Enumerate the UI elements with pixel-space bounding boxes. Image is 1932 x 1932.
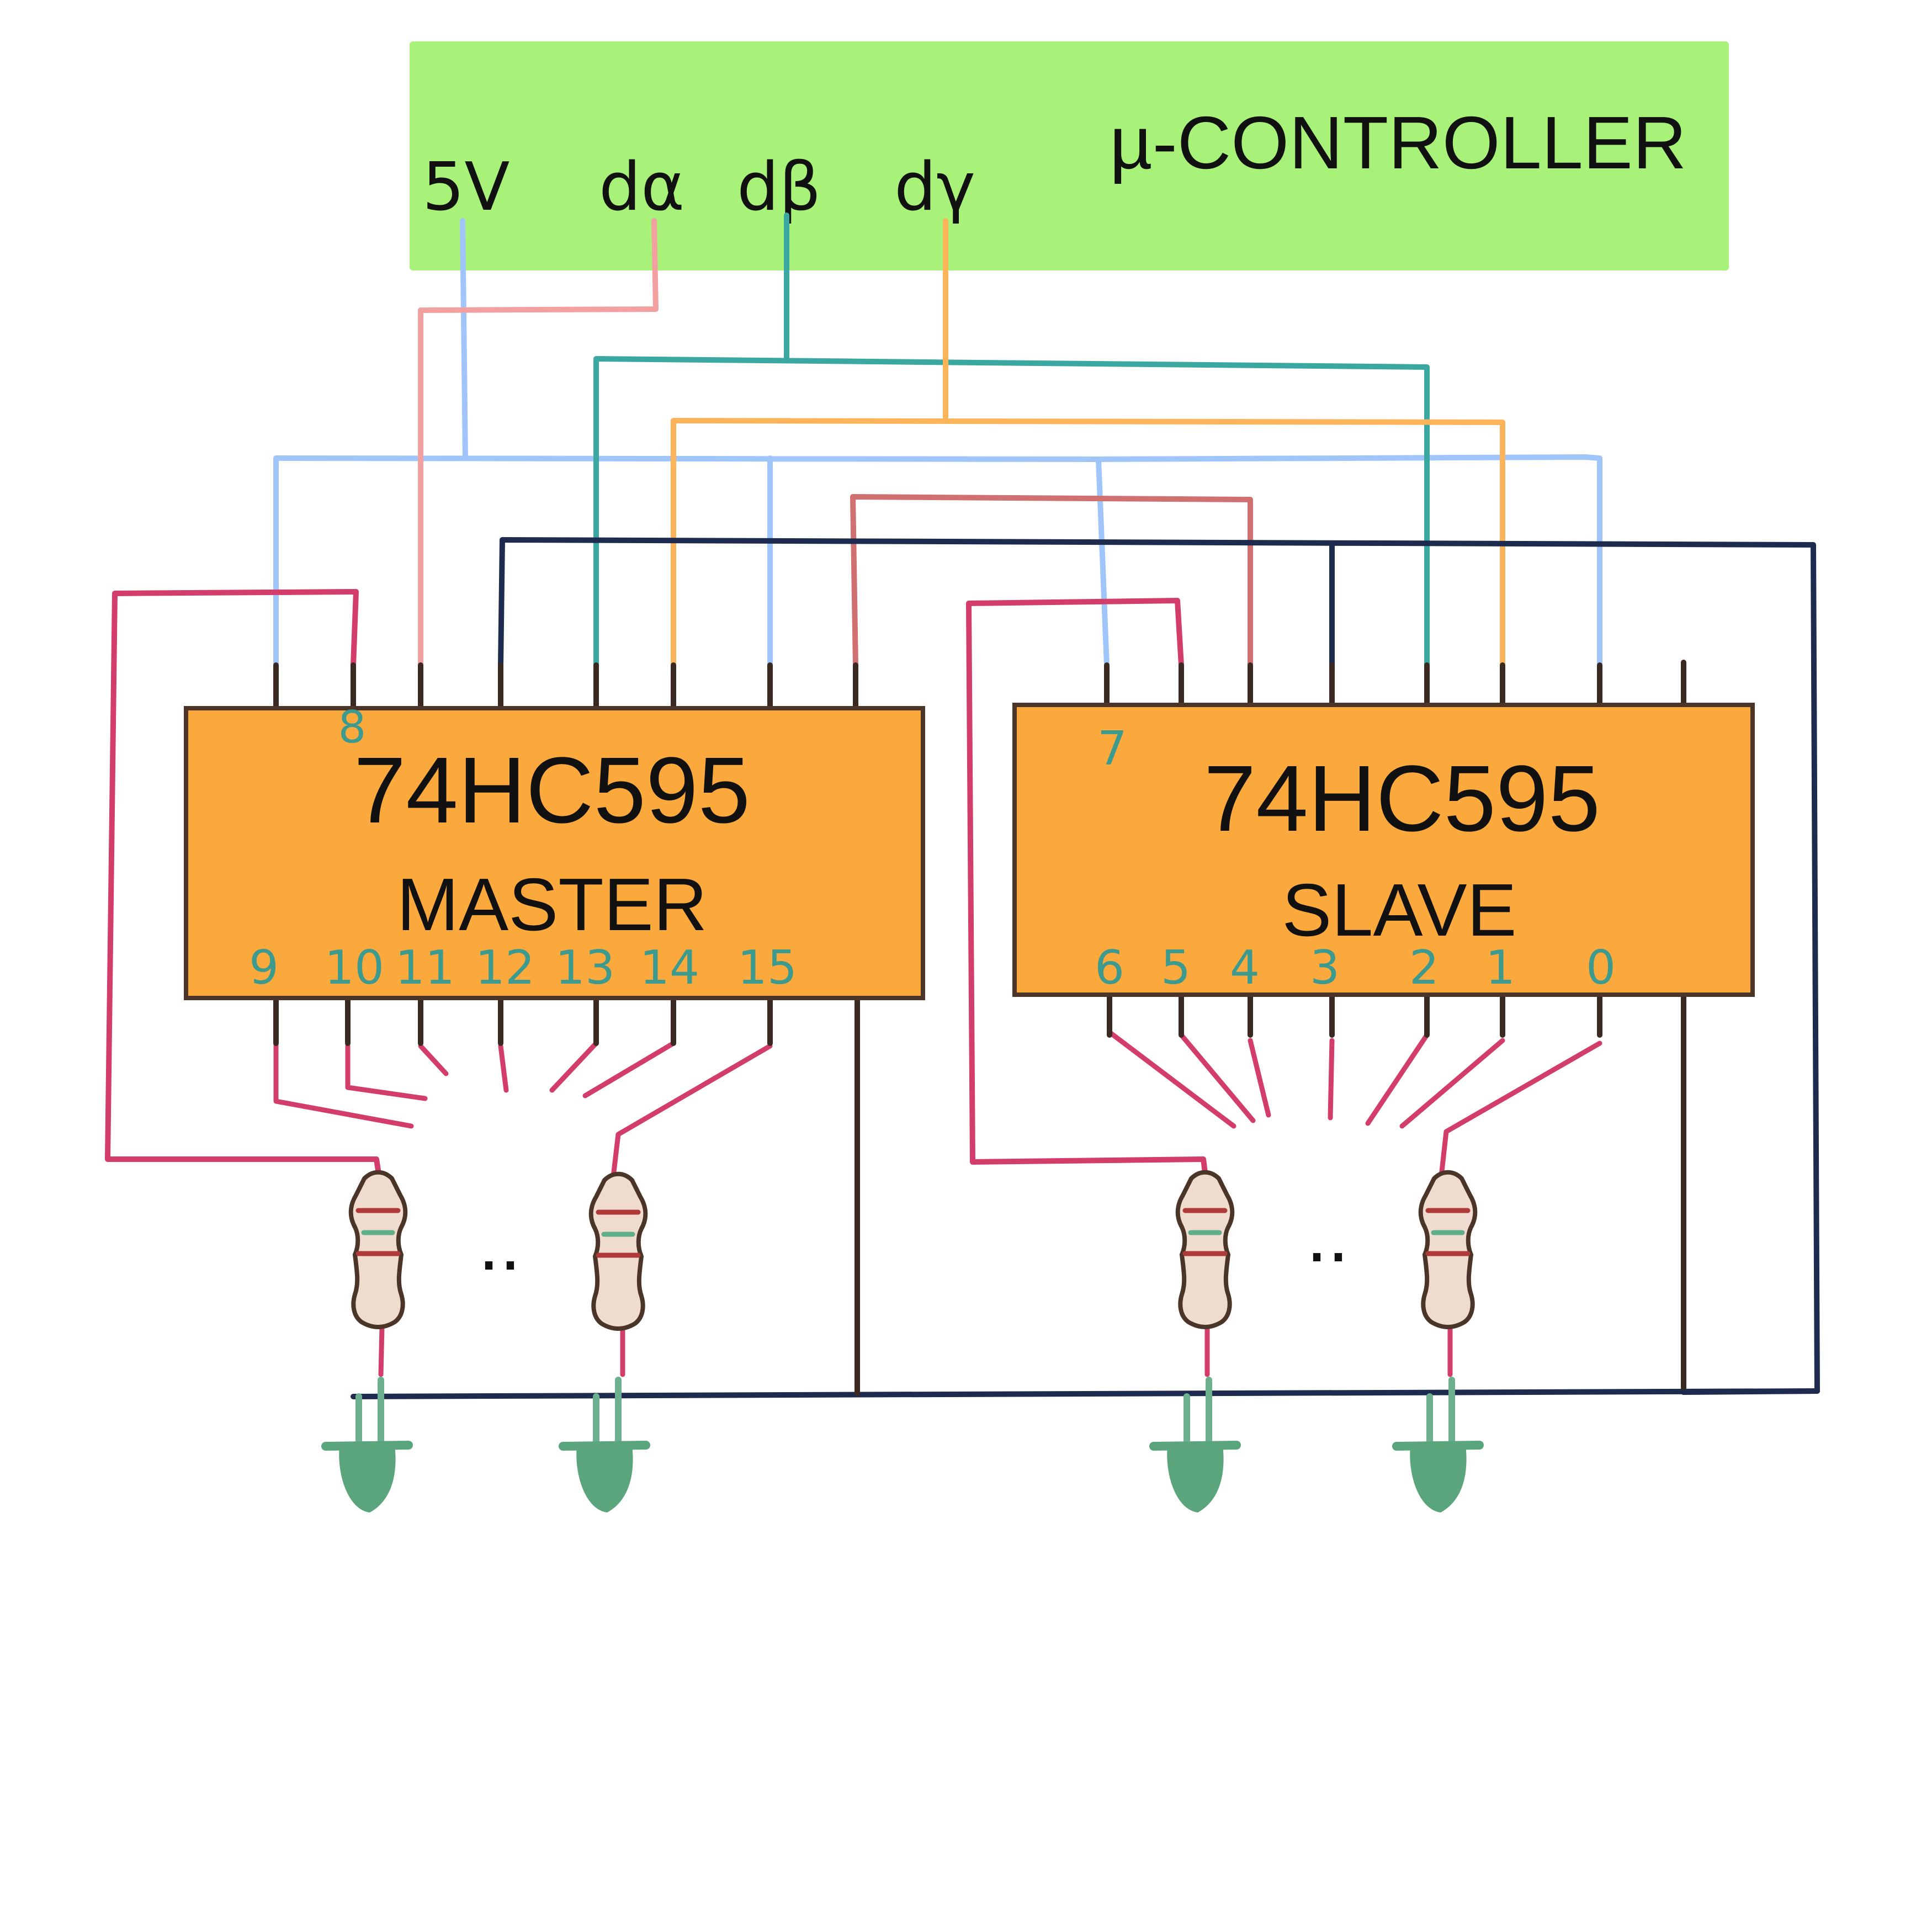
slave-output-labels: 6 5 4 3 2 1 0 xyxy=(1095,941,1616,995)
slave-pin-label: 4 xyxy=(1230,941,1260,995)
wire-gnd-return xyxy=(1681,1388,1820,1395)
led-dome xyxy=(1410,1445,1467,1512)
slave-top-pins xyxy=(1104,660,1686,707)
wire-data-gamma xyxy=(671,218,1505,668)
resistor xyxy=(1175,1170,1235,1329)
master-role-label: MASTER xyxy=(397,863,708,946)
led xyxy=(1392,1377,1484,1512)
master-bottom-pins xyxy=(273,996,860,1046)
wire-cascade xyxy=(850,494,1253,668)
resistor-body xyxy=(588,1171,648,1331)
wire-slave-outputs xyxy=(1107,1029,1602,1184)
wire-data-beta xyxy=(593,213,1430,668)
resistors xyxy=(348,1170,1478,1331)
slave-chip-body xyxy=(1012,703,1755,997)
master-chip: 74HC595 MASTER 8 9 10 11 12 13 14 15 xyxy=(184,702,925,1000)
master-pin-8-label: 8 xyxy=(338,702,367,753)
master-output-labels: 9 10 11 12 13 14 15 xyxy=(249,941,797,995)
master-top-pins xyxy=(273,662,858,712)
slave-pin-label: 3 xyxy=(1310,941,1340,995)
resistor-body xyxy=(1418,1170,1478,1329)
led xyxy=(559,1377,650,1512)
slave-pin-label: 5 xyxy=(1161,941,1191,995)
resistor xyxy=(1418,1170,1478,1329)
led-legs xyxy=(593,1377,622,1444)
microcontroller-body xyxy=(410,41,1729,270)
slave-role-label: SLAVE xyxy=(1282,868,1516,952)
master-pin-label: 10 xyxy=(325,941,384,995)
pin-label-5v: 5V xyxy=(422,149,509,226)
master-pin-label: 12 xyxy=(475,941,535,995)
slave-pin-label: 0 xyxy=(1586,941,1616,995)
slave-ellipsis: .. xyxy=(1306,1191,1349,1278)
slave-chip: 74HC595 SLAVE 7 6 5 4 3 2 1 0 xyxy=(1012,703,1755,997)
pin-label-data-beta: dβ xyxy=(737,149,821,226)
wire-slave-led-loop xyxy=(966,598,1209,1184)
resistor-body xyxy=(348,1170,408,1329)
led-dome xyxy=(1167,1445,1224,1512)
slave-part-number: 74HC595 xyxy=(1204,746,1600,851)
led-dome xyxy=(576,1445,633,1512)
slave-bottom-pins xyxy=(1107,991,1686,1038)
resistor xyxy=(588,1171,648,1331)
master-part-number: 74HC595 xyxy=(354,738,750,843)
resistor xyxy=(348,1170,408,1329)
master-pin-label: 14 xyxy=(640,941,699,995)
pin-stubs xyxy=(273,660,1686,1046)
resistor-bands xyxy=(596,1209,641,1258)
wire-master-led-loop xyxy=(105,589,383,1184)
master-pin-label: 13 xyxy=(555,941,615,995)
led xyxy=(1149,1377,1241,1512)
slave-pin-7-label: 7 xyxy=(1097,721,1127,776)
master-chip-body xyxy=(184,706,925,1000)
led-legs xyxy=(1426,1377,1455,1444)
master-pin-label: 11 xyxy=(395,941,455,995)
pin-label-data-gamma: dγ xyxy=(894,149,975,226)
resistor-body xyxy=(1175,1170,1235,1329)
resistor-bands xyxy=(355,1208,401,1256)
wire-ground xyxy=(351,537,1820,1399)
led-legs xyxy=(355,1377,384,1444)
wire-vcc xyxy=(273,218,1602,668)
resistor-bands xyxy=(1425,1208,1471,1256)
slave-pin-label: 1 xyxy=(1485,941,1515,995)
master-pin-label: 15 xyxy=(737,941,797,995)
microcontroller-title: µ-CONTROLLER xyxy=(1110,101,1686,184)
led-dome xyxy=(339,1445,396,1512)
resistor-bands xyxy=(1182,1208,1228,1256)
microcontroller: µ-CONTROLLER 5V dα dβ dγ xyxy=(410,41,1729,270)
pin-label-data-alpha: dα xyxy=(599,149,684,226)
slave-pin-label: 2 xyxy=(1409,941,1439,995)
slave-pin-label: 6 xyxy=(1095,941,1124,995)
led-legs xyxy=(1183,1377,1212,1444)
leds xyxy=(321,1377,1484,1512)
led xyxy=(321,1377,413,1512)
wire-data-alpha xyxy=(418,218,659,668)
wires xyxy=(105,213,1820,1399)
master-ellipsis: .. xyxy=(478,1199,521,1286)
wire-led-feed xyxy=(378,1325,1453,1377)
master-pin-label: 9 xyxy=(249,941,279,995)
wire-master-outputs xyxy=(273,1038,773,1184)
